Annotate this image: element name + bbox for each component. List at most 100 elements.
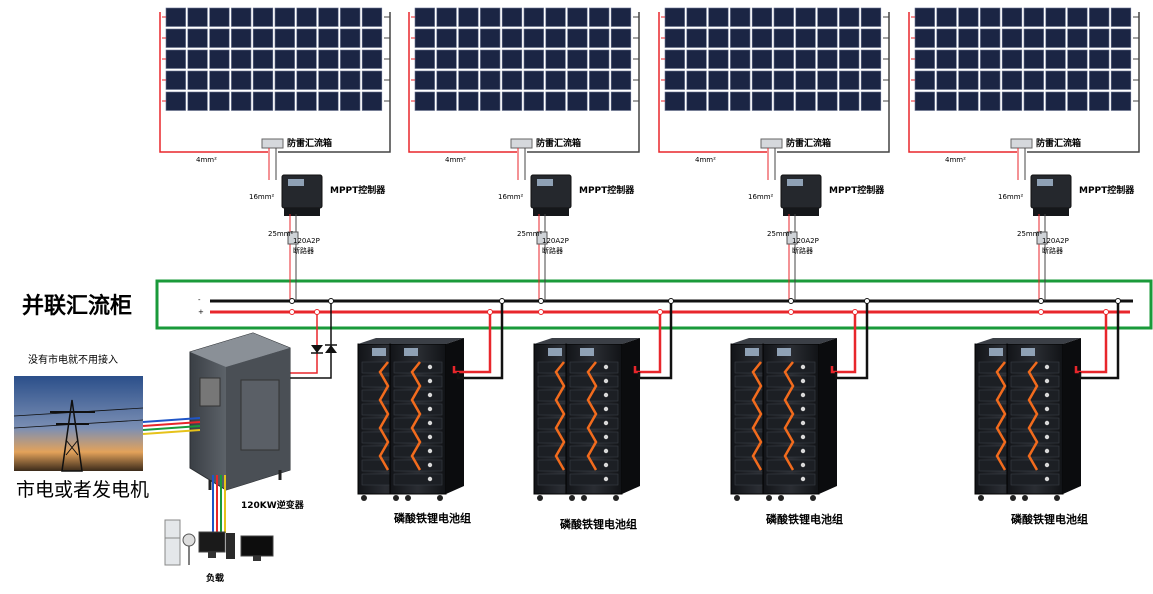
breaker-rating: 120A2P [1042, 237, 1069, 245]
pv-module [567, 49, 588, 69]
combiner-box [510, 138, 533, 149]
pv-module [708, 91, 729, 111]
pv-module [839, 7, 860, 27]
battery-rack [762, 338, 837, 501]
pv-module [914, 91, 935, 111]
pv-module [1110, 49, 1132, 69]
wire-size-4mm: 4mm² [196, 156, 217, 164]
pv-module [231, 70, 252, 90]
breaker-label: 断路器 [293, 246, 314, 255]
pv-module [274, 70, 295, 90]
pv-module [730, 7, 751, 27]
pv-module [751, 28, 773, 48]
pv-module [795, 49, 816, 69]
pv-module [936, 91, 957, 111]
pv-module [480, 28, 501, 48]
pv-module [1067, 28, 1088, 48]
pv-module [523, 70, 544, 90]
pv-module [795, 70, 816, 90]
pv-module [340, 7, 361, 27]
pv-module [773, 91, 794, 111]
pv-module [414, 28, 435, 48]
bus-minus-label: - [198, 296, 201, 304]
pv-module [1110, 70, 1132, 90]
pv-module [936, 70, 957, 90]
battery-group-label: 磷酸铁锂电池组 [394, 511, 471, 525]
pv-module [1089, 7, 1110, 27]
pv-module [318, 91, 339, 111]
battery-bus-link-2 [633, 298, 674, 380]
utility-grid-photo [13, 376, 144, 472]
breaker [786, 231, 798, 245]
battery-rack [565, 338, 640, 501]
wire-size-25mm: 25mm² [767, 230, 793, 238]
wire-size-4mm: 4mm² [945, 156, 966, 164]
mppt-label: MPPT控制器 [579, 184, 635, 196]
pv-module [817, 91, 838, 111]
pv-module [274, 28, 295, 48]
pv-module [458, 28, 479, 48]
pv-module [1001, 7, 1023, 27]
pv-module [773, 28, 794, 48]
pv-module [340, 28, 361, 48]
mppt-controller [281, 174, 323, 216]
pv-module [936, 28, 957, 48]
mppt-controller [780, 174, 822, 216]
pv-module [187, 49, 208, 69]
pv-module [610, 49, 632, 69]
pv-module [708, 7, 729, 27]
pv-module [1001, 70, 1023, 90]
pv-module [523, 28, 544, 48]
pv-module [458, 70, 479, 90]
pv-module [664, 91, 685, 111]
pv-module [414, 70, 435, 90]
pv-module [1001, 91, 1023, 111]
pv-module [231, 49, 252, 69]
pv-module [817, 49, 838, 69]
pv-module [436, 49, 457, 69]
battery-group-label: 磷酸铁锂电池组 [560, 517, 637, 531]
pv-module [296, 91, 317, 111]
pv-module [318, 28, 339, 48]
pv-module [340, 49, 361, 69]
pv-module [1067, 7, 1088, 27]
pv-module [274, 7, 295, 27]
combiner-label: 防雷汇流箱 [1036, 137, 1081, 149]
pv-module [209, 70, 230, 90]
pv-module [296, 70, 317, 90]
wire-size-16mm: 16mm² [249, 193, 275, 201]
pv-module [958, 7, 979, 27]
pv-module [436, 70, 457, 90]
pv-module [1045, 91, 1066, 111]
breaker [536, 231, 548, 245]
pv-module [165, 91, 186, 111]
combiner-box [1010, 138, 1033, 149]
pv-module [730, 70, 751, 90]
pv-module [914, 7, 935, 27]
pv-module [773, 70, 794, 90]
pv-module [340, 70, 361, 90]
pv-module [545, 49, 566, 69]
pv-module [252, 7, 274, 27]
pv-module [1089, 49, 1110, 69]
pv-module [610, 91, 632, 111]
pv-module [980, 49, 1001, 69]
wire-size-16mm: 16mm² [998, 193, 1024, 201]
solar-array [159, 7, 391, 153]
combiner-label: 防雷汇流箱 [536, 137, 581, 149]
pv-module [860, 7, 882, 27]
pv-module [1023, 28, 1044, 48]
pv-module [318, 7, 339, 27]
combiner-label: 防雷汇流箱 [786, 137, 831, 149]
pv-module [414, 91, 435, 111]
pv-module [610, 28, 632, 48]
pv-module [730, 49, 751, 69]
pv-module [567, 28, 588, 48]
combiner-label: 防雷汇流箱 [287, 137, 332, 149]
battery-group-2: 磷酸铁锂电池组 [533, 338, 640, 531]
pv-module [914, 49, 935, 69]
pv-module [458, 49, 479, 69]
pv-module [252, 91, 274, 111]
